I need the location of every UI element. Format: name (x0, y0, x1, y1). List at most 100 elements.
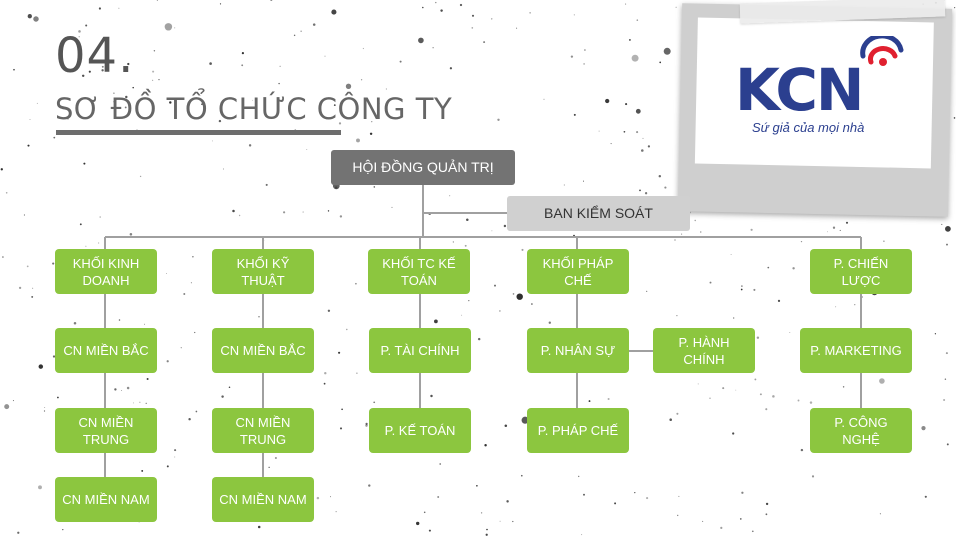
node-sales-south: CN MIỀN NAM (55, 477, 157, 522)
speckle-dot (740, 288, 743, 291)
speckle-dot (385, 88, 387, 90)
speckle-dot (520, 474, 523, 477)
speckle-dot (126, 386, 130, 390)
node-legal-dept: P. PHÁP CHẾ (527, 408, 629, 453)
speckle-dot (531, 303, 533, 305)
speckle-dot (228, 386, 231, 388)
speckle-dot (118, 319, 121, 321)
node-division-legal: KHỐI PHÁP CHẾ (527, 249, 629, 294)
speckle-dot (943, 398, 946, 402)
speckle-dot (605, 98, 610, 104)
speckle-dot (543, 98, 545, 100)
speckle-dot (521, 416, 529, 424)
node-division-sales: KHỐI KINH DOANH (55, 249, 157, 294)
speckle-dot (681, 233, 683, 235)
speckle-dot (85, 245, 87, 247)
speckle-dot (634, 492, 636, 494)
speckle-dot (709, 397, 711, 399)
speckle-dot (750, 228, 753, 231)
speckle-dot (941, 223, 943, 225)
speckle-dot (811, 475, 815, 478)
speckle-dot (842, 386, 845, 388)
speckle-dot (218, 119, 222, 123)
speckle-dot (845, 221, 849, 224)
speckle-dot (497, 118, 500, 121)
speckle-dot (674, 239, 676, 241)
speckle-dot (946, 443, 949, 446)
speckle-dot (677, 514, 679, 517)
speckle-dot (614, 502, 617, 505)
speckle-dot (678, 495, 680, 497)
speckle-dot (139, 175, 142, 178)
speckle-dot (722, 387, 725, 390)
node-admin-dept: P. HÀNH CHÍNH (653, 328, 755, 373)
speckle-dot (573, 14, 575, 16)
speckle-dot (789, 332, 791, 333)
speckle-dot (944, 378, 947, 380)
speckle-dot (582, 180, 585, 182)
speckle-dot (57, 396, 59, 399)
speckle-dot (658, 174, 662, 178)
speckle-dot (641, 149, 644, 152)
node-tech-north: CN MIỀN BẮC (212, 328, 314, 373)
speckle-dot (676, 314, 678, 317)
speckle-dot (129, 233, 133, 236)
speckle-dot (341, 408, 343, 411)
speckle-dot (219, 3, 222, 5)
speckle-dot (127, 62, 130, 66)
speckle-dot (112, 101, 114, 103)
speckle-dot (124, 106, 127, 109)
node-sales-north: CN MIỀN BẮC (55, 328, 157, 373)
speckle-dot (293, 34, 296, 37)
speckle-dot (121, 390, 123, 391)
speckle-dot (300, 30, 302, 32)
speckle-dot (190, 282, 192, 284)
speckle-dot (639, 189, 641, 192)
speckle-dot (327, 210, 330, 212)
speckle-dot (88, 70, 91, 73)
speckle-dot (461, 314, 463, 316)
speckle-dot (29, 119, 31, 120)
speckle-dot (156, 0, 158, 1)
speckle-dot (137, 112, 139, 114)
speckle-dot (765, 408, 768, 411)
speckle-dot (144, 323, 146, 325)
speckle-dot (694, 219, 696, 222)
speckle-dot (78, 36, 80, 38)
speckle-dot (209, 62, 212, 65)
speckle-dot (772, 395, 775, 398)
speckle-dot (700, 231, 702, 233)
speckle-dot (610, 143, 612, 145)
speckle-dot (423, 511, 426, 514)
speckle-dot (279, 65, 281, 67)
speckle-dot (777, 299, 781, 303)
speckle-dot (360, 79, 363, 81)
speckle-dot (331, 9, 337, 15)
speckle-dot (26, 265, 29, 268)
speckle-dot (324, 55, 326, 57)
node-division-strategy: P. CHIẾN LƯỢC (810, 249, 912, 294)
speckle-dot (278, 82, 280, 85)
speckle-dot (521, 248, 524, 251)
node-tech-central: CN MIỀN TRUNG (212, 408, 314, 453)
speckle-dot (797, 399, 800, 402)
speckle-dot (625, 103, 628, 106)
speckle-dot (133, 402, 135, 404)
speckle-dot (879, 513, 881, 515)
speckle-dot (368, 484, 371, 487)
speckle-dot (195, 410, 198, 413)
speckle-dot (268, 466, 270, 468)
speckle-dot (832, 226, 836, 229)
speckle-dot (741, 491, 744, 494)
speckle-dot (346, 328, 348, 331)
speckle-dot (365, 422, 368, 426)
speckle-dot (98, 7, 101, 10)
speckle-dot (647, 145, 651, 148)
speckle-dot (158, 78, 160, 81)
speckle-dot (466, 218, 469, 222)
speckle-dot (506, 500, 509, 503)
speckle-dot (767, 266, 770, 269)
speckle-dot (468, 299, 470, 302)
speckle-dot (573, 113, 576, 116)
speckle-dot (809, 401, 813, 404)
